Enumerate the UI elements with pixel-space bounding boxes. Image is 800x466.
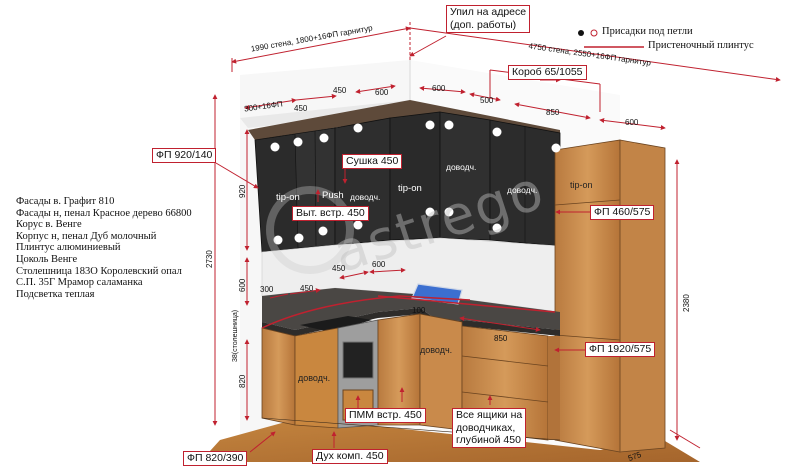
callout-sushka: Сушка 450 bbox=[342, 154, 403, 169]
dim-600-b: 600 bbox=[432, 84, 446, 93]
dim-2730: 2730 bbox=[205, 250, 214, 268]
facade-dovod-low-2: доводч. bbox=[420, 345, 453, 355]
dim-2380: 2380 bbox=[682, 294, 691, 312]
dim-450-a: 450 bbox=[294, 104, 308, 113]
facade-push: Push bbox=[322, 190, 344, 201]
spec-item: Фасады н, пенал Красное дерево 66800 bbox=[16, 207, 192, 219]
spec-item: Цоколь Венге bbox=[16, 253, 78, 265]
dim-600-a: 600 bbox=[375, 88, 389, 97]
facade-tipon-2: tip-on bbox=[398, 183, 422, 194]
callout-fp-1920: ФП 1920/575 bbox=[585, 342, 656, 357]
callout-yashchiki: Все ящики на доводчиках, глубиной 450 bbox=[452, 408, 527, 448]
dim-600-right: 600 bbox=[625, 118, 639, 127]
legend-holes-label: Присадки под петли bbox=[602, 26, 693, 37]
legend-holes-icon-2 bbox=[590, 29, 598, 37]
facade-dovod-2: доводч. bbox=[446, 162, 477, 172]
callout-fp-820: ФП 820/390 bbox=[183, 451, 248, 466]
spec-item: Плинтус алюминиевый bbox=[16, 242, 121, 254]
facade-dovod-1: доводч. bbox=[350, 192, 381, 202]
spec-item: Корус в. Венге bbox=[16, 219, 82, 231]
legend-holes-icon bbox=[578, 30, 584, 36]
callout-pmm: ПММ встр. 450 bbox=[345, 408, 426, 423]
facade-dovod-low-1: доводч. bbox=[298, 373, 331, 383]
dim-820: 820 bbox=[238, 374, 247, 388]
facade-tipon-3: tip-on bbox=[570, 180, 593, 190]
facade-dovod-3: доводч. bbox=[507, 185, 538, 195]
dim-600-low: 600 bbox=[372, 260, 386, 269]
spec-item: Корпус н, пенал Дуб молочный bbox=[16, 230, 157, 242]
dim-500: 500 bbox=[480, 96, 494, 105]
watermark-ring bbox=[266, 186, 354, 274]
dim-450-low: 450 bbox=[300, 284, 314, 293]
spec-item: Столешница 183О Королевский опал bbox=[16, 265, 182, 277]
dim-450-low2: 450 bbox=[332, 264, 346, 273]
facade-tipon-1: tip-on bbox=[276, 192, 300, 203]
dim-100: 100 bbox=[412, 306, 426, 315]
callout-fp-top-left: ФП 920/140 bbox=[152, 148, 217, 163]
dim-920: 920 bbox=[238, 184, 247, 198]
dim-38: 38(столешница) bbox=[232, 309, 239, 362]
dim-300-low: 300 bbox=[260, 285, 274, 294]
callout-vyt: Выт. встр. 450 bbox=[292, 206, 369, 221]
dim-450-b: 450 bbox=[333, 86, 347, 95]
callout-korob: Короб 65/1055 bbox=[508, 65, 587, 80]
dim-850-low: 850 bbox=[494, 334, 508, 343]
lower-cabinets bbox=[261, 313, 561, 441]
spec-item: С.П. 35Г Мрамор саламанка bbox=[16, 277, 143, 289]
dim-850-top: 850 bbox=[546, 108, 560, 117]
spec-list: Фасады в. Графит 810 Фасады н, пенал Кра… bbox=[16, 196, 192, 300]
spec-item: Подсветка теплая bbox=[16, 288, 95, 300]
callout-upil: Упил на адресе (доп. работы) bbox=[446, 5, 531, 33]
dim-600-side: 600 bbox=[238, 278, 247, 292]
hinge-holes bbox=[270, 120, 561, 245]
legend-plinth-label: Пристеночный плинтус bbox=[648, 40, 754, 51]
spec-item: Фасады в. Графит 810 bbox=[16, 196, 115, 207]
callout-fp-460: ФП 460/575 bbox=[590, 205, 655, 220]
